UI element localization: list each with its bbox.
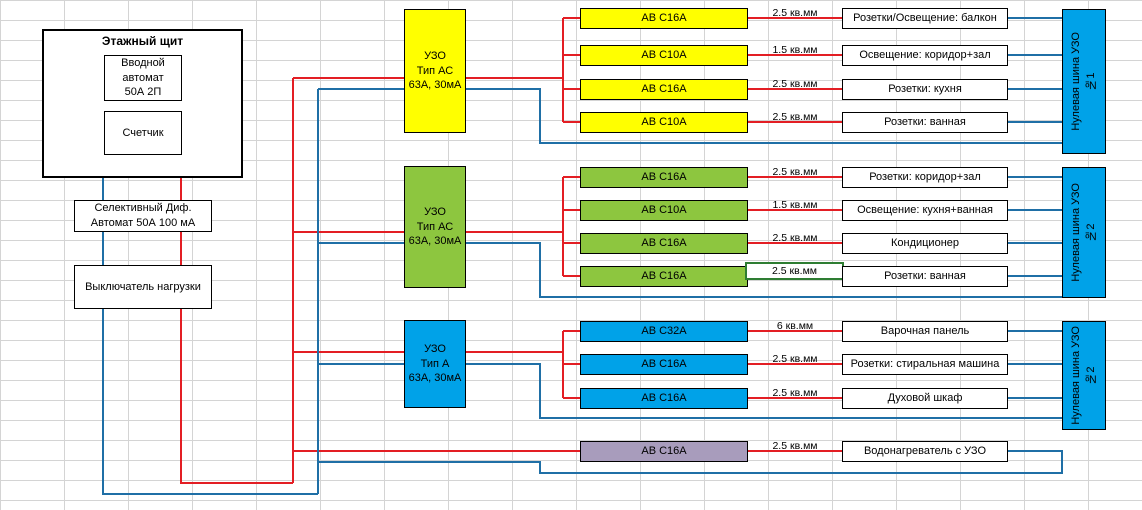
breaker-5: АВ С16А — [580, 167, 748, 188]
load-4: Розетки: ванная — [842, 112, 1008, 133]
rcd-2: УЗО Тип АС 63А, 30мА — [404, 166, 466, 288]
cable-label-12: 2.5 кв.мм — [772, 440, 818, 452]
rcd-1: УЗО Тип АС 63А, 30мА — [404, 9, 466, 133]
breaker-6: АВ С10А — [580, 200, 748, 221]
load-5: Розетки: коридор+зал — [842, 167, 1008, 188]
breaker-7: АВ С16А — [580, 233, 748, 254]
load-1: Розетки/Освещение: балкон — [842, 8, 1008, 29]
neutral-wires — [102, 17, 1063, 495]
cable-label-3: 2.5 кв.мм — [772, 78, 818, 90]
cable-label-8[interactable]: 2.5 кв.мм — [745, 262, 844, 280]
cable-label-6: 1.5 кв.мм — [772, 199, 818, 211]
cable-label-1: 2.5 кв.мм — [772, 7, 818, 19]
breaker-12: АВ С16А — [580, 441, 748, 462]
rcd-3: УЗО Тип А 63А, 30мА — [404, 320, 466, 408]
cable-label-7: 2.5 кв.мм — [772, 232, 818, 244]
floor-panel: Этажный щит — [42, 29, 243, 178]
load-12: Водонагреватель с УЗО — [842, 441, 1008, 462]
load-11: Духовой шкаф — [842, 388, 1008, 409]
selective-rcd: Селективный Диф. Автомат 50А 100 мА — [74, 200, 212, 232]
neutral-bus-1: Нулевая шина УЗО №1 — [1062, 9, 1106, 154]
load-switch: Выключатель нагрузки — [74, 265, 212, 309]
breaker-10: АВ С16А — [580, 354, 748, 375]
breaker-8: АВ С16А — [580, 266, 748, 287]
breaker-11: АВ С16А — [580, 388, 748, 409]
neutral-bus-2-label: Нулевая шина УЗО №2 — [1070, 183, 1097, 282]
intro-breaker: Вводной автомат 50А 2П — [104, 55, 182, 101]
meter: Счетчик — [104, 111, 182, 155]
breaker-1: АВ С16А — [580, 8, 748, 29]
panel-title: Этажный щит — [101, 34, 184, 48]
load-9: Варочная панель — [842, 321, 1008, 342]
load-7: Кондиционер — [842, 233, 1008, 254]
load-3: Розетки: кухня — [842, 79, 1008, 100]
neutral-bus-1-label: Нулевая шина УЗО №1 — [1070, 32, 1097, 131]
breaker-9: АВ С32А — [580, 321, 748, 342]
cable-label-5: 2.5 кв.мм — [772, 166, 818, 178]
phase-wires — [180, 17, 842, 484]
cable-label-10: 2.5 кв.мм — [772, 353, 818, 365]
cable-label-4: 2.5 кв.мм — [772, 111, 818, 123]
load-8: Розетки: ванная — [842, 266, 1008, 287]
load-10: Розетки: стиральная машина — [842, 354, 1008, 375]
breaker-2: АВ С10А — [580, 45, 748, 66]
neutral-bus-3: Нулевая шина УЗО №2 — [1062, 321, 1106, 430]
neutral-bus-2: Нулевая шина УЗО №2 — [1062, 167, 1106, 298]
load-6: Освещение: кухня+ванная — [842, 200, 1008, 221]
breaker-4: АВ С10А — [580, 112, 748, 133]
cable-label-9: 6 кв.мм — [776, 320, 814, 332]
breaker-3: АВ С16А — [580, 79, 748, 100]
cable-label-2: 1.5 кв.мм — [772, 44, 818, 56]
cable-label-11: 2.5 кв.мм — [772, 387, 818, 399]
load-2: Освещение: коридор+зал — [842, 45, 1008, 66]
neutral-bus-3-label: Нулевая шина УЗО №2 — [1070, 326, 1097, 425]
